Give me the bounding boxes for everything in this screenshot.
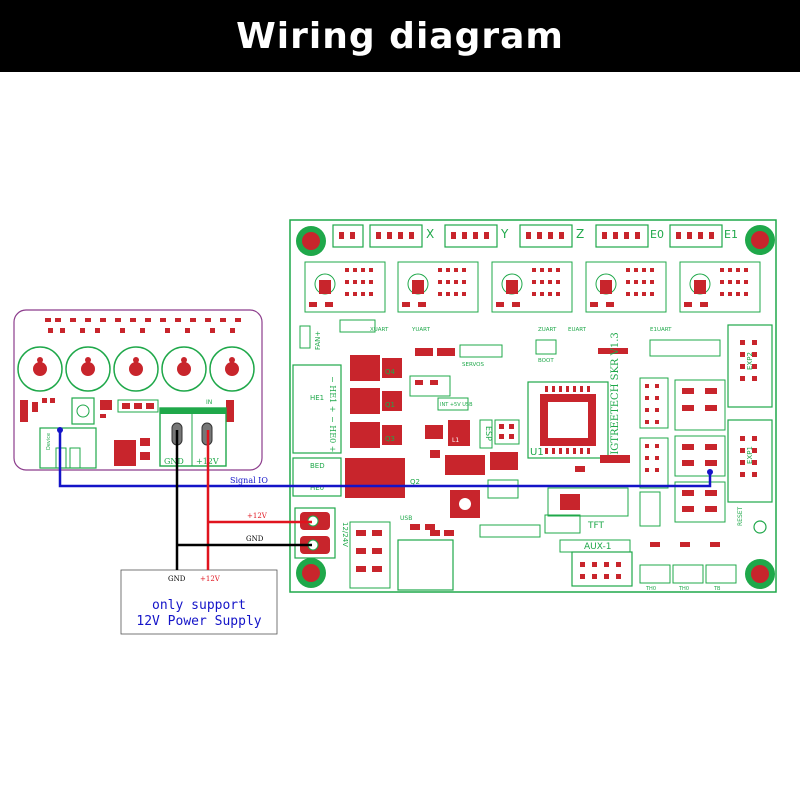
supply-gnd-label: GND: [168, 575, 186, 583]
reset-button: RESET: [737, 506, 767, 534]
wire-gnd-label: GND: [246, 535, 264, 543]
power-in-label: 12/24V: [341, 522, 349, 547]
mosfets: Q4 Q1 Q3 Q2: [345, 355, 420, 498]
heater-terminals: − HE1 + − HE0 + BED HE0 HE1: [292, 364, 342, 497]
mcu-chip: U1: [527, 381, 609, 459]
module-small-parts: [20, 397, 234, 466]
controller-board: X Y Z E0 E1: [289, 219, 777, 593]
uart-label-e1: E1UART: [650, 327, 672, 333]
motor-label-e1: E1: [724, 228, 738, 241]
chip-label: U1: [530, 447, 544, 458]
mosfet-module: Device IN GND +12V: [13, 309, 263, 471]
reset-label: RESET: [737, 506, 744, 526]
int5v-label: INT +5V USB: [440, 402, 473, 408]
motor-label-z: Z: [576, 227, 584, 241]
wires: [57, 427, 713, 570]
signal-wire: [58, 430, 712, 488]
uart-label-e0: EUART: [568, 327, 587, 333]
board-name: BIGTREETECH SKR V1.3: [610, 332, 621, 462]
supply-text-line1: only support: [152, 598, 246, 613]
right-headers: [639, 377, 726, 523]
motor-connectors: X Y Z E0 E1: [332, 224, 738, 248]
signal-io-label: Signal IO: [230, 476, 268, 485]
usb-label: USB: [400, 515, 412, 522]
motor-label-x: X: [426, 227, 434, 241]
aux-label: AUX-1: [584, 542, 611, 552]
exp1-label: EXP1: [746, 446, 754, 464]
sensor-label-1: TH0: [678, 586, 689, 592]
mosfet-q1: Q1: [385, 401, 395, 409]
heater-label-bed: BED: [310, 462, 325, 470]
uart-label-x: XUART: [370, 327, 389, 333]
page-title: Wiring diagram: [236, 15, 564, 57]
motor-label-y: Y: [500, 227, 509, 241]
svg-text:− HE0 +: − HE0 +: [328, 416, 337, 452]
power-supply-box: GND +12V only support 12V Power Supply: [120, 569, 278, 635]
tft-label: TFT: [587, 521, 605, 531]
uart-label-y: YUART: [411, 327, 431, 333]
header-bar: Wiring diagram: [0, 0, 800, 72]
heater-label-he0: HE0: [310, 484, 324, 492]
uart-row: XUART YUART ZUART EUART E1UART FAN+ SERV…: [299, 319, 721, 368]
bottom-area: USB TFT AUX-1 TH0 TH0 TB: [349, 455, 737, 592]
mounting-holes: [296, 225, 775, 589]
servos-label: SERVOS: [462, 362, 484, 368]
center-components: INT +5V USB L1 ESP: [409, 375, 520, 518]
module-in-label: IN: [206, 399, 212, 406]
module-conn-label: Device: [46, 433, 52, 450]
mosfet-q4: Q4: [385, 368, 396, 376]
l1-label: L1: [452, 437, 459, 444]
heater-label-he1: HE1: [310, 394, 324, 402]
fan-label: FAN+: [314, 331, 322, 350]
mosfet-q2: Q2: [410, 478, 420, 486]
module-top-pads: [45, 318, 241, 333]
supply-text-line2: 12V Power Supply: [136, 614, 261, 629]
exp-connectors: EXP2 EXP1: [727, 324, 773, 503]
power-supply-outline: [120, 569, 278, 635]
module-gnd-terminal: GND: [164, 457, 184, 466]
sensor-label-0: TH0: [645, 586, 656, 592]
power-input-terminal: 12/24V: [294, 507, 349, 559]
supply-plus12-label: +12V: [200, 575, 221, 583]
module-capacitors: [17, 346, 255, 392]
esp-label: ESP: [484, 426, 493, 441]
wire-plus12-label: +12V: [247, 512, 268, 520]
mosfet-q3: Q3: [385, 435, 395, 443]
exp2-label: EXP2: [746, 352, 754, 370]
motor-label-e0: E0: [650, 228, 664, 241]
uart-label-z: ZUART: [538, 327, 557, 333]
boot-label: BOOT: [538, 358, 554, 364]
stepper-driver-sockets: [304, 261, 761, 313]
sensor-label-2: TB: [713, 586, 721, 592]
svg-text:− HE1 +: − HE1 +: [328, 376, 337, 412]
